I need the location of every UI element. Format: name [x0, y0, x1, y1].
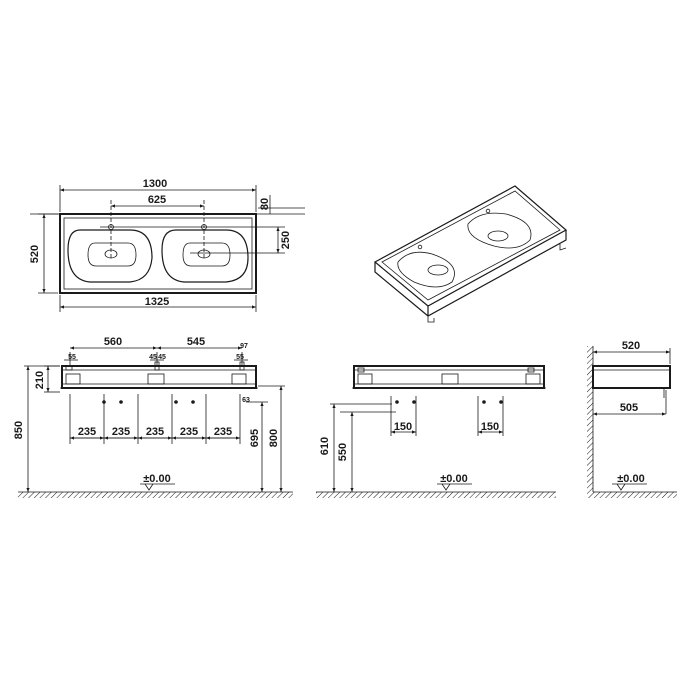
- dim-235-1: 235: [78, 426, 96, 438]
- floor-label-rear: ±0.00: [440, 473, 467, 485]
- dim-235-4: 235: [180, 426, 198, 438]
- dim-695: 695: [249, 429, 261, 447]
- dim-55-left: 55: [68, 354, 76, 361]
- rear-view: 150 150 610 550 ±0.00: [316, 365, 556, 498]
- dim-1300: 1300: [143, 178, 167, 190]
- dim-850: 850: [13, 421, 25, 439]
- dim-505: 505: [620, 402, 638, 414]
- dim-235-5: 235: [214, 426, 232, 438]
- dim-545: 545: [187, 336, 205, 348]
- dim-250: 250: [280, 231, 292, 249]
- left-bowl: [67, 229, 153, 283]
- dim-560: 560: [104, 336, 122, 348]
- side-basin-body: [592, 365, 671, 389]
- dim-235-3: 235: [146, 426, 164, 438]
- iso-left-bowl: [397, 251, 455, 288]
- iso-basin-top: [373, 185, 568, 307]
- dim-45-a: 45: [149, 354, 157, 361]
- floor-label-side: ±0.00: [617, 473, 644, 485]
- dim-800: 800: [268, 429, 280, 447]
- floor-label-front: ±0.00: [143, 473, 170, 485]
- right-bowl: [161, 229, 249, 283]
- basin-outline-top: [59, 213, 257, 294]
- dim-550: 550: [337, 443, 349, 461]
- dim-1325: 1325: [145, 296, 169, 308]
- dim-625: 625: [148, 194, 166, 206]
- dim-520-top: 520: [29, 245, 41, 263]
- dim-150-left: 150: [394, 421, 412, 433]
- dim-63: 63: [242, 397, 250, 404]
- dim-520-side: 520: [622, 340, 640, 352]
- top-view: 1300 625 80 250 520 1325: [29, 178, 305, 312]
- dim-80: 80: [259, 198, 271, 210]
- rear-basin-body: [353, 365, 545, 389]
- dim-210: 210: [34, 371, 46, 389]
- side-view: 520 505 ±0.00: [587, 340, 677, 498]
- dim-45-b: 45: [158, 354, 166, 361]
- dim-610: 610: [319, 437, 331, 455]
- front-view: 560 545 97 55 45 45 55 63 210 235 235 23…: [13, 336, 293, 498]
- iso-right-bowl: [467, 212, 532, 249]
- isometric-view: [373, 185, 568, 323]
- dim-97: 97: [240, 343, 248, 350]
- dim-55-right: 55: [236, 354, 244, 361]
- dim-150-right: 150: [481, 421, 499, 433]
- dim-235-2: 235: [112, 426, 130, 438]
